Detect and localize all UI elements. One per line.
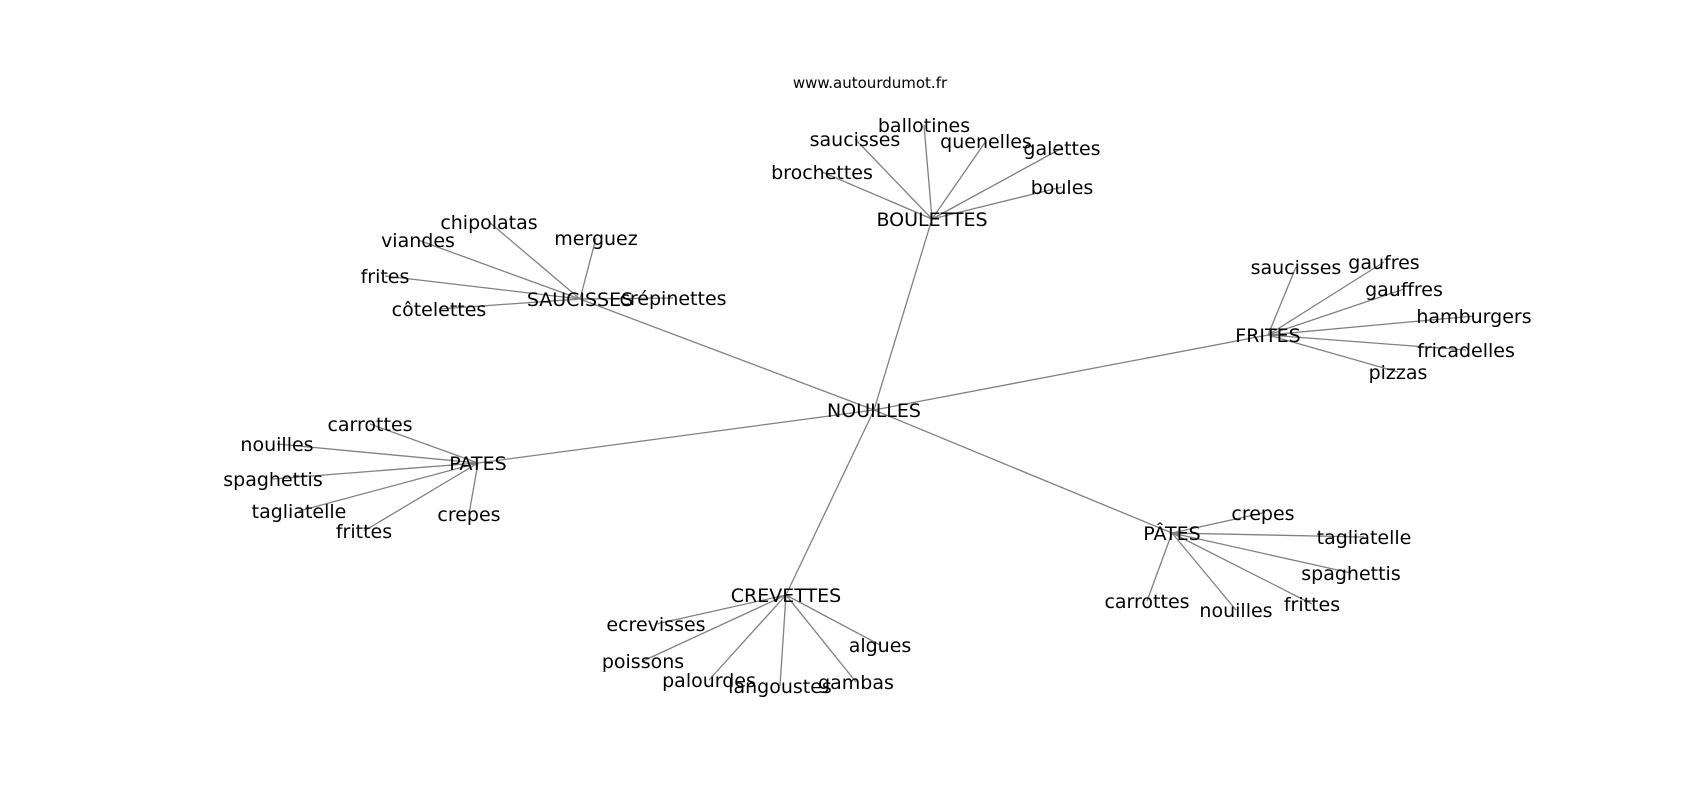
leaf-node-label: quenelles	[940, 131, 1032, 153]
edge-hub-leaf	[276, 443, 479, 464]
leaf-node-label: crépinettes	[619, 288, 726, 310]
edge-hub-leaf	[363, 462, 479, 532]
edge-hub-leaf	[438, 298, 581, 310]
hub-node-label: SAUCISSES	[527, 289, 633, 311]
graph-edges	[272, 124, 1475, 687]
edge-root-hub	[873, 409, 1173, 534]
leaf-node-label: brochettes	[771, 162, 873, 184]
leaf-node-label: palourdes	[662, 670, 756, 692]
edge-hub-leaf	[931, 140, 987, 220]
leaf-node-label: saucisses	[810, 129, 901, 151]
edge-hub-leaf	[1171, 512, 1264, 534]
edge-root-hub	[873, 218, 933, 411]
edge-hub-leaf	[1267, 334, 1399, 373]
leaf-node-label: carrottes	[1104, 591, 1189, 613]
leaf-node-label: algues	[849, 635, 912, 657]
hub-node-label: PATES	[449, 453, 506, 475]
leaf-node-label: gaufres	[1348, 252, 1419, 274]
leaf-node-label: spaghettis	[1301, 563, 1400, 585]
edge-hub-leaf	[821, 171, 933, 220]
edge-hub-leaf	[923, 124, 933, 220]
edge-hub-leaf	[417, 239, 581, 300]
edge-hub-leaf	[931, 147, 1063, 220]
leaf-node-label: galettes	[1023, 138, 1100, 160]
edge-hub-leaf	[468, 462, 479, 515]
root-node-label: NOUILLES	[827, 400, 921, 422]
leaf-node-label: tagliatelle	[252, 501, 347, 523]
leaf-node-label: ecrevisses	[606, 614, 705, 636]
edge-hub-leaf	[1171, 532, 1365, 538]
hub-node-label: FRITES	[1235, 325, 1300, 347]
leaf-node-label: poissons	[602, 651, 684, 673]
edge-hub-leaf	[384, 275, 581, 300]
edge-hub-leaf	[369, 423, 479, 464]
leaf-node-label: boules	[1031, 177, 1094, 199]
edge-hub-leaf	[298, 462, 479, 512]
leaf-node-label: carrottes	[327, 414, 412, 436]
edge-root-hub	[477, 409, 875, 464]
leaf-node-label: chipolatas	[440, 212, 537, 234]
hub-node-label: PÂTES	[1143, 522, 1200, 545]
leaf-node-label: spaghettis	[223, 469, 322, 491]
edge-hub-leaf	[708, 594, 787, 681]
edge-hub-leaf	[785, 594, 857, 683]
leaf-node-label: hamburgers	[1416, 306, 1531, 328]
edge-root-hub	[785, 409, 875, 596]
leaf-node-label: frites	[361, 266, 410, 288]
leaf-node-label: fricadelles	[1417, 340, 1515, 362]
leaf-node-label: côtelettes	[392, 299, 487, 321]
edge-root-hub	[579, 298, 875, 411]
edge-hub-leaf	[1267, 288, 1405, 336]
edge-hub-leaf	[1171, 532, 1352, 574]
leaf-node-label: gambas	[818, 672, 894, 694]
edge-hub-leaf	[779, 594, 787, 687]
edge-hub-leaf	[1146, 532, 1173, 602]
leaf-node-label: nouilles	[240, 434, 313, 456]
leaf-node-label: langoustes	[728, 676, 832, 698]
edge-root-hub	[873, 334, 1269, 411]
leaf-node-label: crepes	[1231, 503, 1294, 525]
edge-hub-leaf	[579, 297, 674, 300]
leaf-node-label: frittes	[336, 521, 392, 543]
edge-hub-leaf	[1267, 315, 1475, 336]
leaf-node-label: frittes	[1284, 594, 1340, 616]
leaf-node-label: saucisses	[1251, 257, 1342, 279]
edge-hub-leaf	[931, 186, 1063, 220]
edge-hub-leaf	[1171, 532, 1237, 611]
leaf-node-label: ballotines	[878, 115, 970, 137]
leaf-node-label: nouilles	[1199, 600, 1272, 622]
edge-hub-leaf	[1267, 261, 1385, 336]
edge-hub-leaf	[1171, 532, 1313, 605]
edge-hub-leaf	[488, 221, 581, 300]
leaf-node-label: merguez	[554, 228, 637, 250]
edge-hub-leaf	[854, 138, 933, 220]
edge-hub-leaf	[579, 237, 597, 300]
hub-node-label: BOULETTES	[876, 209, 987, 231]
hub-node-label: CREVETTES	[731, 585, 841, 607]
leaf-node-label: crepes	[437, 504, 500, 526]
leaf-node-label: pizzas	[1369, 362, 1428, 384]
edge-hub-leaf	[655, 594, 787, 625]
edge-hub-leaf	[272, 462, 479, 480]
edge-hub-leaf	[1267, 334, 1467, 351]
leaf-node-label: viandes	[381, 230, 455, 252]
leaf-node-label: tagliatelle	[1317, 527, 1412, 549]
source-label: www.autourdumot.fr	[793, 74, 948, 92]
edge-hub-leaf	[1267, 266, 1297, 336]
edge-hub-leaf	[642, 594, 787, 662]
edge-hub-leaf	[785, 594, 881, 646]
leaf-node-label: gauffres	[1365, 279, 1443, 301]
